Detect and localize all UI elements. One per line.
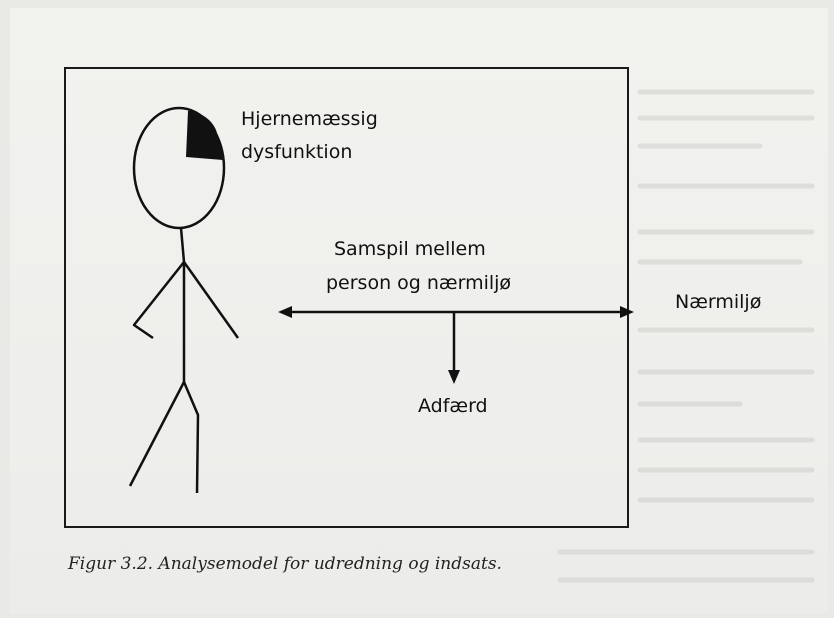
figure-caption: Figur 3.2. Analysemodel for udredning og… — [68, 554, 502, 574]
behavior-arrow-head — [448, 370, 460, 384]
interaction-label-line1: Samspil mellem — [334, 238, 486, 260]
stick-figure-head — [132, 106, 226, 230]
behavior-label: Adfærd — [418, 395, 488, 417]
stick-figure-left-leg — [128, 381, 186, 487]
stick-figure-left-arm — [132, 261, 185, 340]
brain-dysfunction-marker — [186, 111, 223, 160]
arrow-head-right — [620, 306, 634, 318]
stick-figure-neck — [179, 227, 186, 263]
brain-label-line2: dysfunktion — [241, 141, 353, 163]
interaction-label-line2: person og nærmiljø — [326, 272, 512, 294]
figure-frame — [64, 67, 629, 528]
brain-label-line1: Hjernemæssig — [241, 108, 378, 130]
arrow-head-left — [278, 306, 292, 318]
stick-figure-right-arm — [182, 261, 240, 339]
environment-label: Nærmiljø — [675, 291, 762, 313]
stick-figure-right-leg — [182, 381, 200, 494]
